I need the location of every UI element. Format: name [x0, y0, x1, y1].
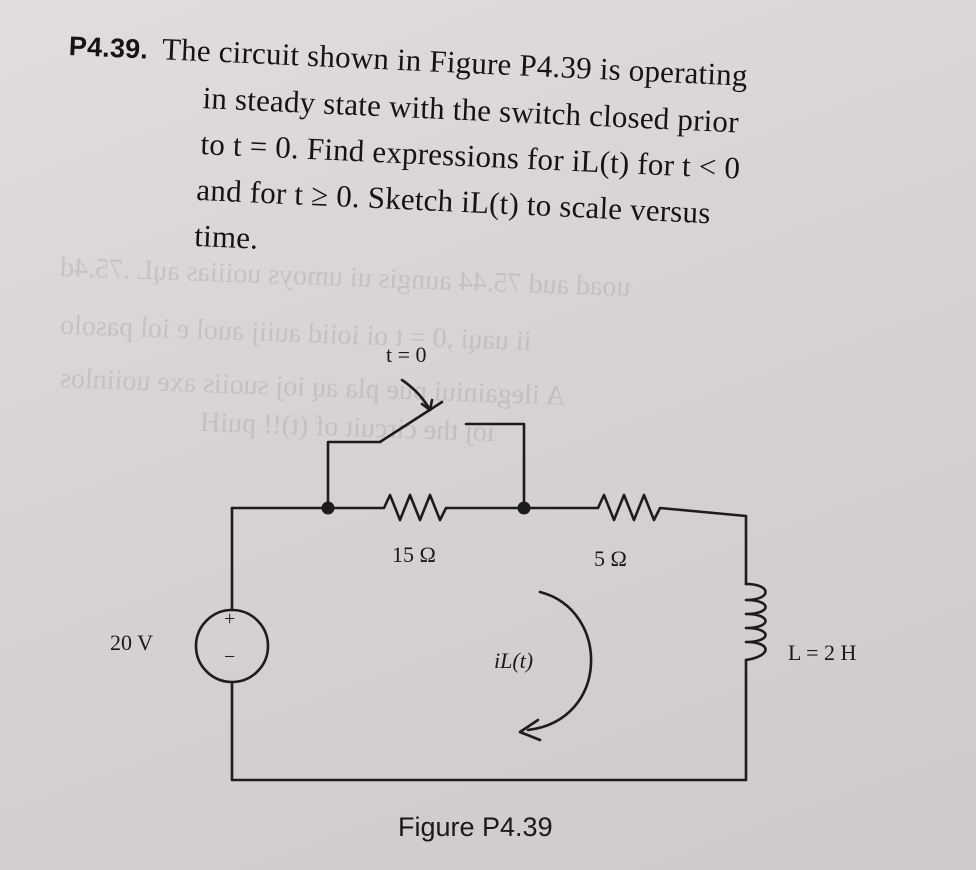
wire-bottom: [230, 658, 748, 782]
switch-label: t = 0: [386, 342, 427, 367]
inductor-coil: [744, 582, 767, 662]
node-b: [517, 501, 531, 515]
current-arrowhead: [518, 718, 542, 742]
resistor-5-ohm: [522, 493, 748, 586]
switch-arrowhead: [420, 398, 434, 412]
current-arrow: [526, 590, 593, 732]
source-minus-sign: −: [224, 646, 236, 668]
resistor-15-label: 15 Ω: [392, 542, 436, 567]
inductor-label: L = 2 H: [788, 640, 857, 665]
current-label: iL(t): [494, 648, 534, 673]
voltage-source: [194, 608, 270, 684]
node-a: [321, 501, 335, 515]
wire-switch-right: [464, 422, 526, 510]
source-plus-sign: +: [224, 608, 236, 630]
resistor-15-ohm: [326, 493, 526, 522]
figure-caption: Figure P4.39: [398, 812, 553, 842]
resistor-5-label: 5 Ω: [594, 546, 627, 571]
switch-arrow: [400, 378, 432, 412]
wire-switch-left: [326, 440, 382, 510]
source-label: 20 V: [110, 630, 153, 655]
switch-blade: [378, 400, 444, 444]
